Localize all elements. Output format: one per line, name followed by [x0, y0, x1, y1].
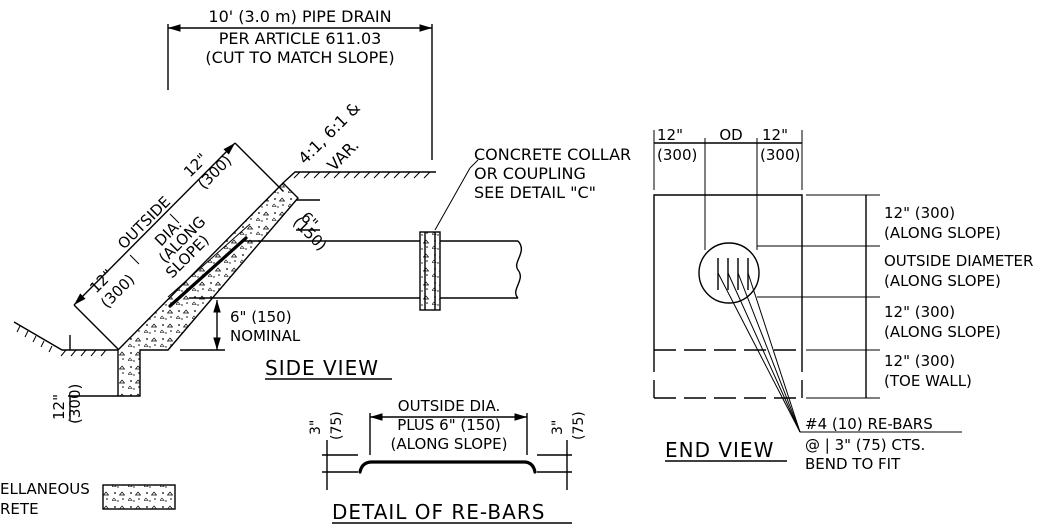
pipe-drain-dimension — [167, 24, 433, 160]
rebar-note-2: @ | 3" (75) CTS. — [805, 436, 925, 454]
end-right-1b: (ALONG SLOPE) — [884, 224, 1001, 242]
upper-ground-line — [282, 171, 436, 184]
pipe-drain-line-1: 10' (3.0 m) PIPE DRAIN — [208, 7, 391, 26]
end-top-left-1: 12" — [657, 126, 683, 144]
rebar-left-75: (75) — [329, 411, 345, 440]
toe-12-label: 12" — [50, 394, 68, 420]
end-top-left-2: (300) — [657, 146, 697, 164]
rebar-detail-label-2: PLUS 6" (150) — [397, 416, 500, 434]
nominal-2: NOMINAL — [230, 327, 301, 345]
toe-wall-dimension — [68, 335, 118, 420]
rebar-detail-label-1: OUTSIDE DIA. — [398, 397, 500, 415]
end-right-4b: (TOE WALL) — [884, 372, 972, 390]
rebar-right-3: 3" — [550, 420, 566, 435]
end-right-2b: (ALONG SLOPE) — [884, 272, 1001, 290]
legend-concrete-swatch — [102, 484, 176, 510]
rebar-note-3: BEND TO FIT — [805, 455, 901, 473]
concrete-collar — [419, 231, 441, 311]
rebar-detail-label-3: (ALONG SLOPE) — [391, 435, 508, 453]
legend-line-1: ELLANEOUS — [0, 480, 90, 498]
collar-note-1: CONCRETE COLLAR — [474, 145, 631, 164]
end-right-2a: OUTSIDE DIAMETER — [884, 252, 1033, 270]
end-right-4a: 12" (300) — [884, 352, 955, 370]
legend-line-2: RETE — [0, 500, 39, 518]
rebar-left-3: 3" — [308, 420, 324, 435]
rebar-right-75: (75) — [571, 411, 587, 440]
end-top-right-2: (300) — [760, 146, 800, 164]
nominal-1: 6" (150) — [230, 308, 292, 326]
pipe-drain-line-3: (CUT TO MATCH SLOPE) — [205, 48, 394, 67]
end-view-drawing — [653, 130, 962, 433]
rebar-detail-drawing — [322, 413, 572, 490]
end-right-1a: 12" (300) — [884, 204, 955, 222]
lower-ground-line — [13, 321, 118, 357]
end-right-3a: 12" (300) — [884, 303, 955, 321]
toe-300-label: (300) — [66, 384, 84, 424]
collar-leader — [434, 167, 471, 231]
collar-note-2: OR COUPLING — [474, 164, 586, 183]
slope-dimension-lines — [73, 142, 320, 350]
end-view-title: END VIEW — [665, 438, 774, 462]
rebar-detail-title: DETAIL OF RE-BARS — [332, 500, 545, 524]
end-right-3b: (ALONG SLOPE) — [884, 323, 1001, 341]
pipe-drain-line-2: PER ARTICLE 611.03 — [219, 29, 382, 48]
rebar-note-1: #4 (10) RE-BARS — [805, 415, 933, 433]
side-view-title: SIDE VIEW — [265, 356, 379, 380]
collar-note-3: SEE DETAIL "C" — [474, 183, 596, 202]
end-top-right-1: 12" — [762, 126, 788, 144]
end-top-mid: OD — [719, 126, 742, 144]
nominal-dimension — [180, 300, 225, 351]
